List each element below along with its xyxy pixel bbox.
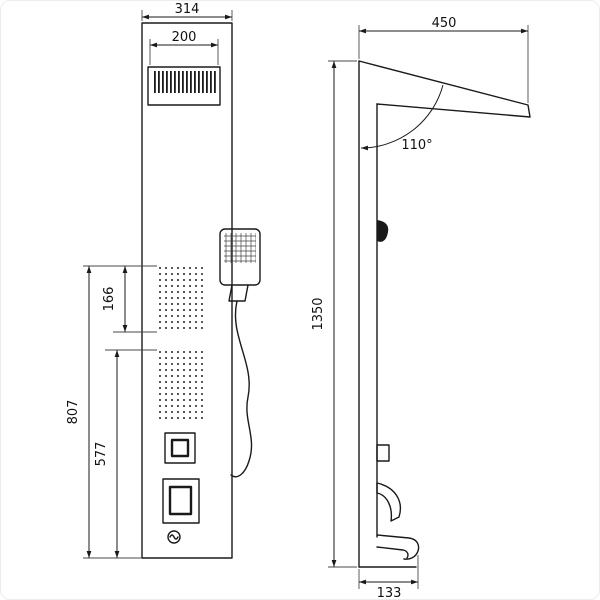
side-extension-lines [328, 25, 529, 589]
logo-wave [169, 534, 179, 540]
mixer-handle [162, 478, 200, 524]
dim-side-showerhead-angle: 110° [401, 138, 432, 153]
grille-bars [152, 71, 216, 93]
spout-top [376, 534, 420, 560]
spout-side [376, 534, 420, 560]
mixer-frame [162, 478, 200, 524]
valve-side [376, 444, 401, 522]
hand-shower-face [224, 233, 256, 263]
dim-front-lower-section-height: 577 [94, 442, 109, 467]
valve-lever [376, 482, 401, 522]
angle-arc [360, 84, 444, 151]
front-dimension-lines [86, 14, 233, 559]
dim-front-panel-section-height: 807 [66, 400, 81, 425]
grille-frame [147, 66, 221, 106]
head-wedge [358, 60, 531, 118]
mixer-lever [168, 485, 193, 516]
hand-shower [219, 228, 261, 478]
shower-hose [230, 300, 253, 478]
dim-side-spout-reach: 133 [377, 586, 402, 600]
dim-side-showerhead-depth: 450 [432, 16, 457, 31]
dim-front-showerhead-width: 200 [172, 30, 197, 45]
lower-body-jets [159, 350, 207, 422]
dim-side-overall-height: 1350 [311, 297, 326, 330]
panel-outline [141, 22, 233, 559]
dim-front-upper-jets-height: 166 [102, 287, 117, 312]
front-view: 314 200 166 807 577 [66, 2, 261, 559]
spout-bottom [376, 546, 409, 559]
side-view: 450 110° 1350 133 [311, 16, 531, 600]
control-button [170, 438, 190, 458]
side-profile [358, 60, 531, 568]
logo-circle [167, 530, 181, 544]
control-square [164, 432, 196, 464]
bracket-side [377, 220, 389, 242]
dim-front-overall-width: 314 [175, 2, 200, 17]
upper-body-jets [159, 266, 207, 332]
control-frame [164, 432, 196, 464]
logo-mark [167, 530, 181, 544]
rain-head-grille [147, 66, 221, 106]
side-dimension-lines [331, 28, 529, 585]
hand-shower-head [219, 228, 261, 286]
valve-knob [376, 444, 390, 462]
